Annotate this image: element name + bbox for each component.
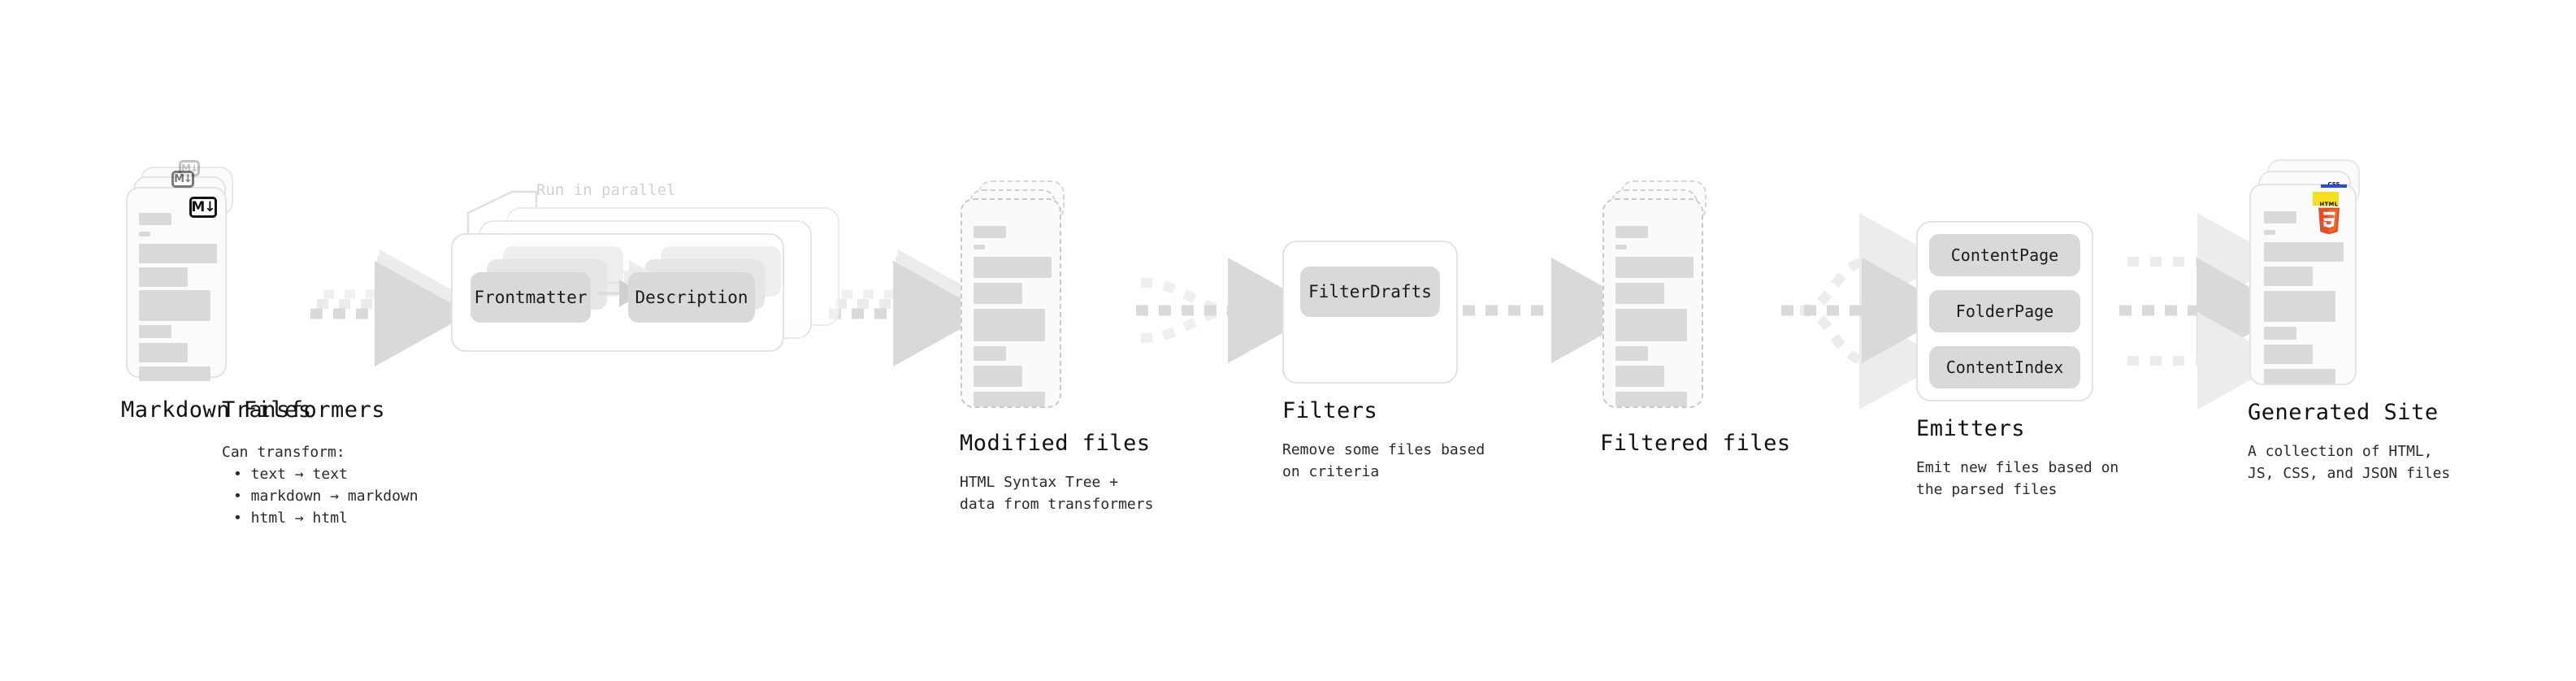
markdown-badge: M↓ — [189, 197, 217, 218]
site-file-stack: CSS HTML — [2249, 159, 2444, 385]
skeleton-bar — [139, 244, 217, 263]
skeleton-bar — [2264, 345, 2313, 364]
arrow-modified-to-filters — [1136, 258, 1323, 363]
filtered-sheet-front — [1602, 198, 1703, 408]
skeleton-bar — [139, 343, 188, 362]
markdown-badge: M↓ — [171, 171, 194, 188]
skeleton-bar — [1615, 346, 1648, 361]
skeleton-bar — [974, 392, 1045, 406]
arrow-filtered-to-emitters — [1781, 213, 1957, 410]
emitters-subtitle: Emit new files based on the parsed files — [1916, 459, 2119, 498]
skeleton-bar — [974, 226, 1006, 238]
skeleton-bar — [974, 245, 985, 249]
skeleton-bar — [974, 309, 1045, 341]
skeleton-bar — [2264, 327, 2296, 340]
filter-pill-filterdrafts[interactable]: FilterDrafts — [1300, 267, 1440, 317]
skeleton-bar — [1615, 309, 1687, 341]
transformer-pill-frontmatter[interactable]: Frontmatter — [471, 272, 591, 323]
modified-files-subtitle: HTML Syntax Tree + data from transformer… — [960, 474, 1154, 513]
skeleton-bar — [1615, 226, 1648, 238]
skeleton-bar — [2264, 267, 2313, 286]
markdown-file-stack: M↓ M↓ M↓ — [126, 160, 313, 381]
stage-title-transformers: Transformers — [222, 397, 386, 423]
modified-sheet-front — [961, 198, 1061, 408]
skeleton-bar — [974, 366, 1022, 387]
filtered-file-stack — [1602, 180, 1781, 408]
transformer-inner-arrows — [597, 260, 651, 307]
skeleton-bar — [1615, 283, 1664, 304]
emitter-pill-contentpage[interactable]: ContentPage — [1929, 234, 2080, 276]
stage-title-filtered-files: Filtered files — [1600, 431, 1791, 456]
stage-filtered-files: Filtered files — [1600, 180, 1790, 456]
stage-title-generated-site: Generated Site — [2248, 400, 2439, 425]
skeleton-bar — [1615, 392, 1687, 406]
skeleton-bar — [139, 290, 210, 321]
skeleton-bar — [139, 367, 210, 381]
skeleton-bar — [1615, 245, 1627, 249]
skeleton-bar — [2264, 242, 2344, 262]
emitter-pill-folderpage[interactable]: FolderPage — [1929, 290, 2080, 332]
stage-modified-files: Modified files HTML Syntax Tree + data f… — [960, 180, 1153, 513]
arrow-markdown-to-transformers — [310, 249, 470, 367]
run-in-parallel-label: Run in parallel — [536, 181, 676, 199]
skeleton-bar — [974, 346, 1006, 361]
skeleton-bar — [974, 283, 1022, 304]
skeleton-bar — [139, 232, 150, 236]
site-sheet-front — [2249, 184, 2357, 385]
skeleton-bar — [139, 325, 171, 338]
transformers-bullet-markdown: • markdown → markdown — [233, 488, 418, 505]
stage-generated-site: CSS HTML Generated Site A collection of … — [2248, 159, 2450, 482]
html5-badge: HTML — [2314, 201, 2344, 237]
svg-text:HTML: HTML — [2320, 201, 2339, 207]
css-badge-bar — [2321, 184, 2347, 188]
stage-title-filters: Filters — [1282, 398, 1378, 423]
skeleton-bar — [2264, 369, 2335, 384]
transformers-bullet-text: • text → text — [233, 466, 348, 483]
stage-markdown-files: M↓ M↓ M↓ Markdown Files — [121, 160, 313, 423]
modified-file-stack — [961, 180, 1139, 408]
stage-title-emitters: Emitters — [1916, 416, 2026, 441]
markdown-sheet-front — [126, 187, 227, 381]
skeleton-bar — [139, 213, 171, 225]
generated-site-subtitle: A collection of HTML, JS, CSS, and JSON … — [2248, 443, 2451, 482]
arrow-emitters-to-site — [2119, 213, 2292, 410]
emitter-pill-contentindex[interactable]: ContentIndex — [1929, 346, 2080, 388]
skeleton-bar — [1615, 257, 1693, 278]
skeleton-bar — [2264, 211, 2296, 223]
arrow-transformers-to-modified — [829, 249, 988, 367]
filters-subtitle: Remove some files based on criteria — [1282, 441, 1485, 480]
stage-title-markdown-files: Markdown Files — [121, 397, 312, 423]
stage-title-modified-files: Modified files — [960, 431, 1151, 456]
transformers-subtitle: Can transform: — [222, 444, 345, 461]
skeleton-bar — [2264, 291, 2335, 322]
skeleton-bar — [1615, 366, 1664, 387]
skeleton-bar — [2264, 230, 2275, 235]
skeleton-bar — [974, 257, 1052, 278]
skeleton-bar — [139, 267, 188, 287]
transformers-bullet-html: • html → html — [233, 510, 348, 527]
css-badge: CSS — [2321, 174, 2347, 188]
js-badge — [2313, 192, 2339, 206]
transformer-pill-description[interactable]: Description — [628, 272, 755, 323]
